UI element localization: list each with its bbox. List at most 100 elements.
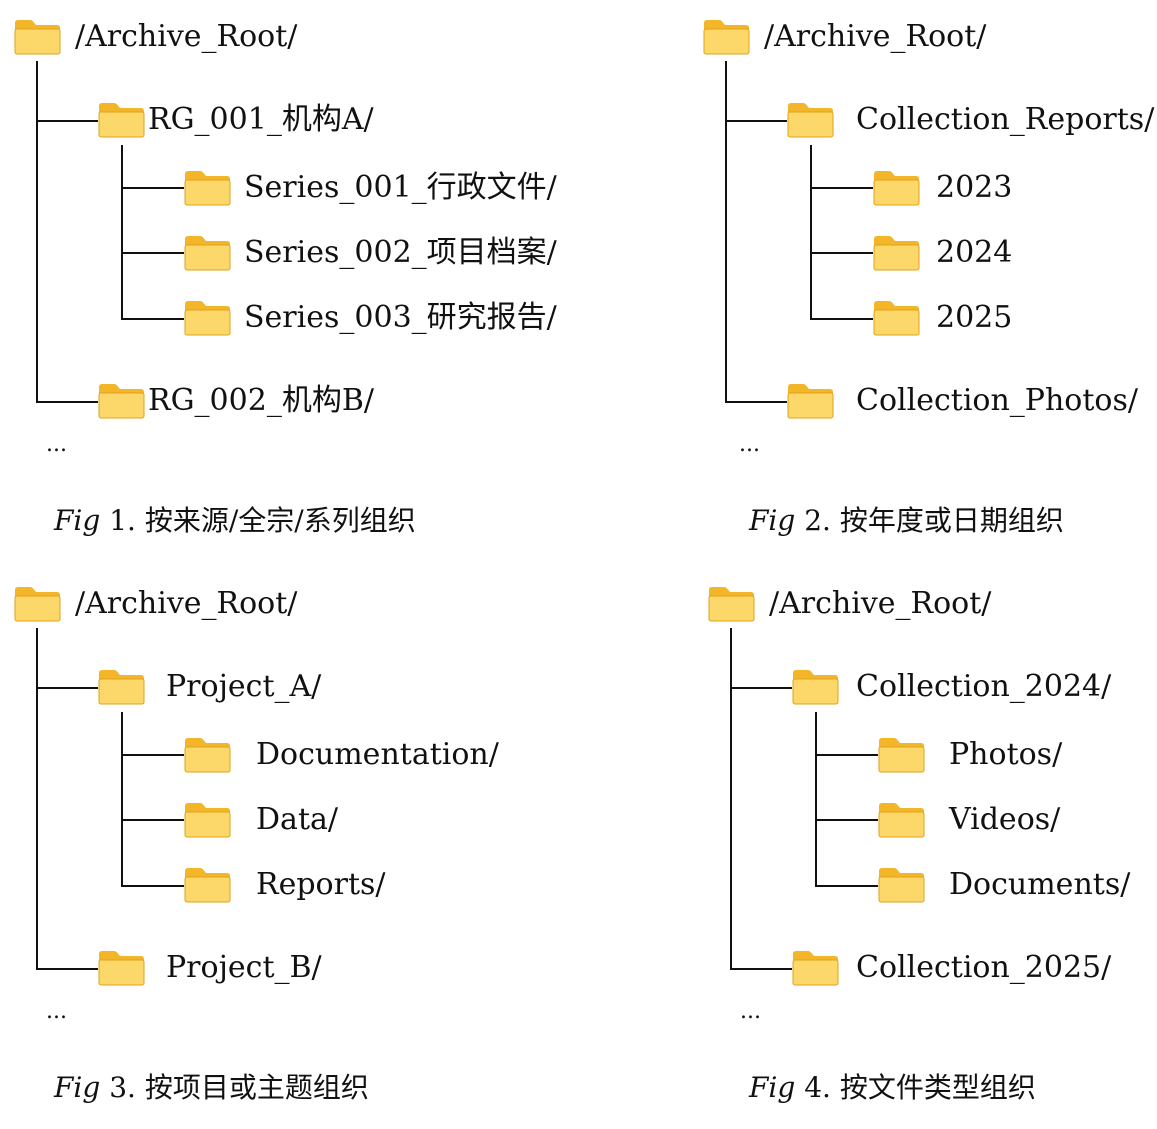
child-folder-label: Documents/ xyxy=(949,867,1131,902)
root-folder-icon xyxy=(14,19,61,55)
tree-branch-line xyxy=(810,187,873,189)
tree-branch-line xyxy=(121,819,184,821)
child-folder-icon xyxy=(184,867,231,903)
caption-fig: Fig xyxy=(54,504,101,537)
bottom-folder-label: Project_B/ xyxy=(166,950,322,985)
bottom-folder-icon xyxy=(792,950,839,986)
child-folder-icon xyxy=(878,737,925,773)
tree-branch-line xyxy=(121,187,184,189)
top-folder-label: RG_001_机构A/ xyxy=(148,102,374,137)
tree-branch-line xyxy=(121,318,184,320)
tree-branch-line xyxy=(725,401,787,403)
top-folder-icon xyxy=(98,669,145,705)
ellipsis: ... xyxy=(740,999,761,1024)
subtree-trunk-line xyxy=(121,145,123,320)
caption-fig: Fig xyxy=(749,1071,796,1104)
tree-panel-filetype: /Archive_Root/ Collection_2024/ Photos/ … xyxy=(694,567,1157,1129)
caption-number: 4. xyxy=(804,1071,831,1104)
bottom-folder-label: Collection_2025/ xyxy=(856,950,1112,985)
caption-number: 3. xyxy=(109,1071,136,1104)
child-folder-icon xyxy=(873,300,920,336)
child-folder-icon xyxy=(184,170,231,206)
caption-fig: Fig xyxy=(749,504,796,537)
tree-trunk-line xyxy=(730,628,732,970)
subtree-trunk-line xyxy=(810,145,812,320)
child-folder-icon xyxy=(184,737,231,773)
tree-panel-project: /Archive_Root/ Project_A/ Documentation/… xyxy=(0,567,578,1129)
child-folder-icon xyxy=(878,802,925,838)
top-folder-label: Project_A/ xyxy=(166,669,322,704)
caption-number: 1. xyxy=(109,504,136,537)
child-folder-label: Photos/ xyxy=(949,737,1063,772)
root-folder-label: /Archive_Root/ xyxy=(769,586,992,621)
tree-branch-line xyxy=(725,120,787,122)
child-folder-label: 2023 xyxy=(936,170,1013,205)
child-folder-label: Series_001_行政文件/ xyxy=(244,170,557,205)
caption-fig: Fig xyxy=(54,1071,101,1104)
root-folder-icon xyxy=(14,586,61,622)
top-folder-label: Collection_2024/ xyxy=(856,669,1112,704)
child-folder-icon xyxy=(184,235,231,271)
caption-text: 按年度或日期组织 xyxy=(839,504,1064,537)
ellipsis: ... xyxy=(46,999,67,1024)
child-folder-label: Series_003_研究报告/ xyxy=(244,300,557,335)
tree-branch-line xyxy=(810,318,873,320)
bottom-folder-icon xyxy=(98,950,145,986)
subtree-trunk-line xyxy=(815,712,817,887)
tree-branch-line xyxy=(810,252,873,254)
child-folder-label: Documentation/ xyxy=(256,737,499,772)
top-folder-icon xyxy=(787,102,834,138)
child-folder-label: 2024 xyxy=(936,235,1013,270)
child-folder-label: 2025 xyxy=(936,300,1013,335)
root-folder-icon xyxy=(708,586,755,622)
child-folder-icon xyxy=(873,170,920,206)
root-folder-label: /Archive_Root/ xyxy=(75,19,298,54)
tree-trunk-line xyxy=(36,628,38,970)
child-folder-icon xyxy=(873,235,920,271)
tree-branch-line xyxy=(36,968,98,970)
tree-branch-line xyxy=(36,120,98,122)
child-folder-icon xyxy=(184,802,231,838)
caption-text: 按项目或主题组织 xyxy=(144,1071,369,1104)
tree-panel-date: /Archive_Root/ Collection_Reports/ 2023 … xyxy=(689,0,1157,562)
tree-branch-line xyxy=(36,401,98,403)
tree-branch-line xyxy=(121,754,184,756)
tree-branch-line xyxy=(815,754,878,756)
root-folder-label: /Archive_Root/ xyxy=(764,19,987,54)
tree-branch-line xyxy=(121,885,184,887)
tree-trunk-line xyxy=(36,61,38,403)
child-folder-label: Videos/ xyxy=(949,802,1061,837)
root-folder-icon xyxy=(703,19,750,55)
bottom-folder-icon xyxy=(787,383,834,419)
bottom-folder-label: RG_002_机构B/ xyxy=(148,383,374,418)
top-folder-icon xyxy=(98,102,145,138)
tree-branch-line xyxy=(121,252,184,254)
bottom-folder-icon xyxy=(98,383,145,419)
figure-caption: Fig 4. 按文件类型组织 xyxy=(749,1070,1036,1106)
tree-branch-line xyxy=(730,687,792,689)
caption-text: 按文件类型组织 xyxy=(839,1071,1036,1104)
tree-branch-line xyxy=(815,819,878,821)
tree-branch-line xyxy=(730,968,792,970)
caption-number: 2. xyxy=(804,504,831,537)
subtree-trunk-line xyxy=(121,712,123,887)
child-folder-label: Data/ xyxy=(256,802,338,837)
bottom-folder-label: Collection_Photos/ xyxy=(856,383,1138,418)
child-folder-label: Series_002_项目档案/ xyxy=(244,235,557,270)
figure-caption: Fig 3. 按项目或主题组织 xyxy=(54,1070,369,1106)
child-folder-label: Reports/ xyxy=(256,867,386,902)
child-folder-icon xyxy=(878,867,925,903)
root-folder-label: /Archive_Root/ xyxy=(75,586,298,621)
tree-panel-source: /Archive_Root/ RG_001_机构A/ Series_001_行政… xyxy=(0,0,578,562)
ellipsis: ... xyxy=(739,432,760,457)
tree-trunk-line xyxy=(725,61,727,403)
tree-branch-line xyxy=(815,885,878,887)
child-folder-icon xyxy=(184,300,231,336)
top-folder-icon xyxy=(792,669,839,705)
figure-caption: Fig 1. 按来源/全宗/系列组织 xyxy=(54,503,416,539)
caption-text: 按来源/全宗/系列组织 xyxy=(144,504,416,537)
top-folder-label: Collection_Reports/ xyxy=(856,102,1155,137)
ellipsis: ... xyxy=(46,432,67,457)
figure-caption: Fig 2. 按年度或日期组织 xyxy=(749,503,1064,539)
tree-branch-line xyxy=(36,687,98,689)
